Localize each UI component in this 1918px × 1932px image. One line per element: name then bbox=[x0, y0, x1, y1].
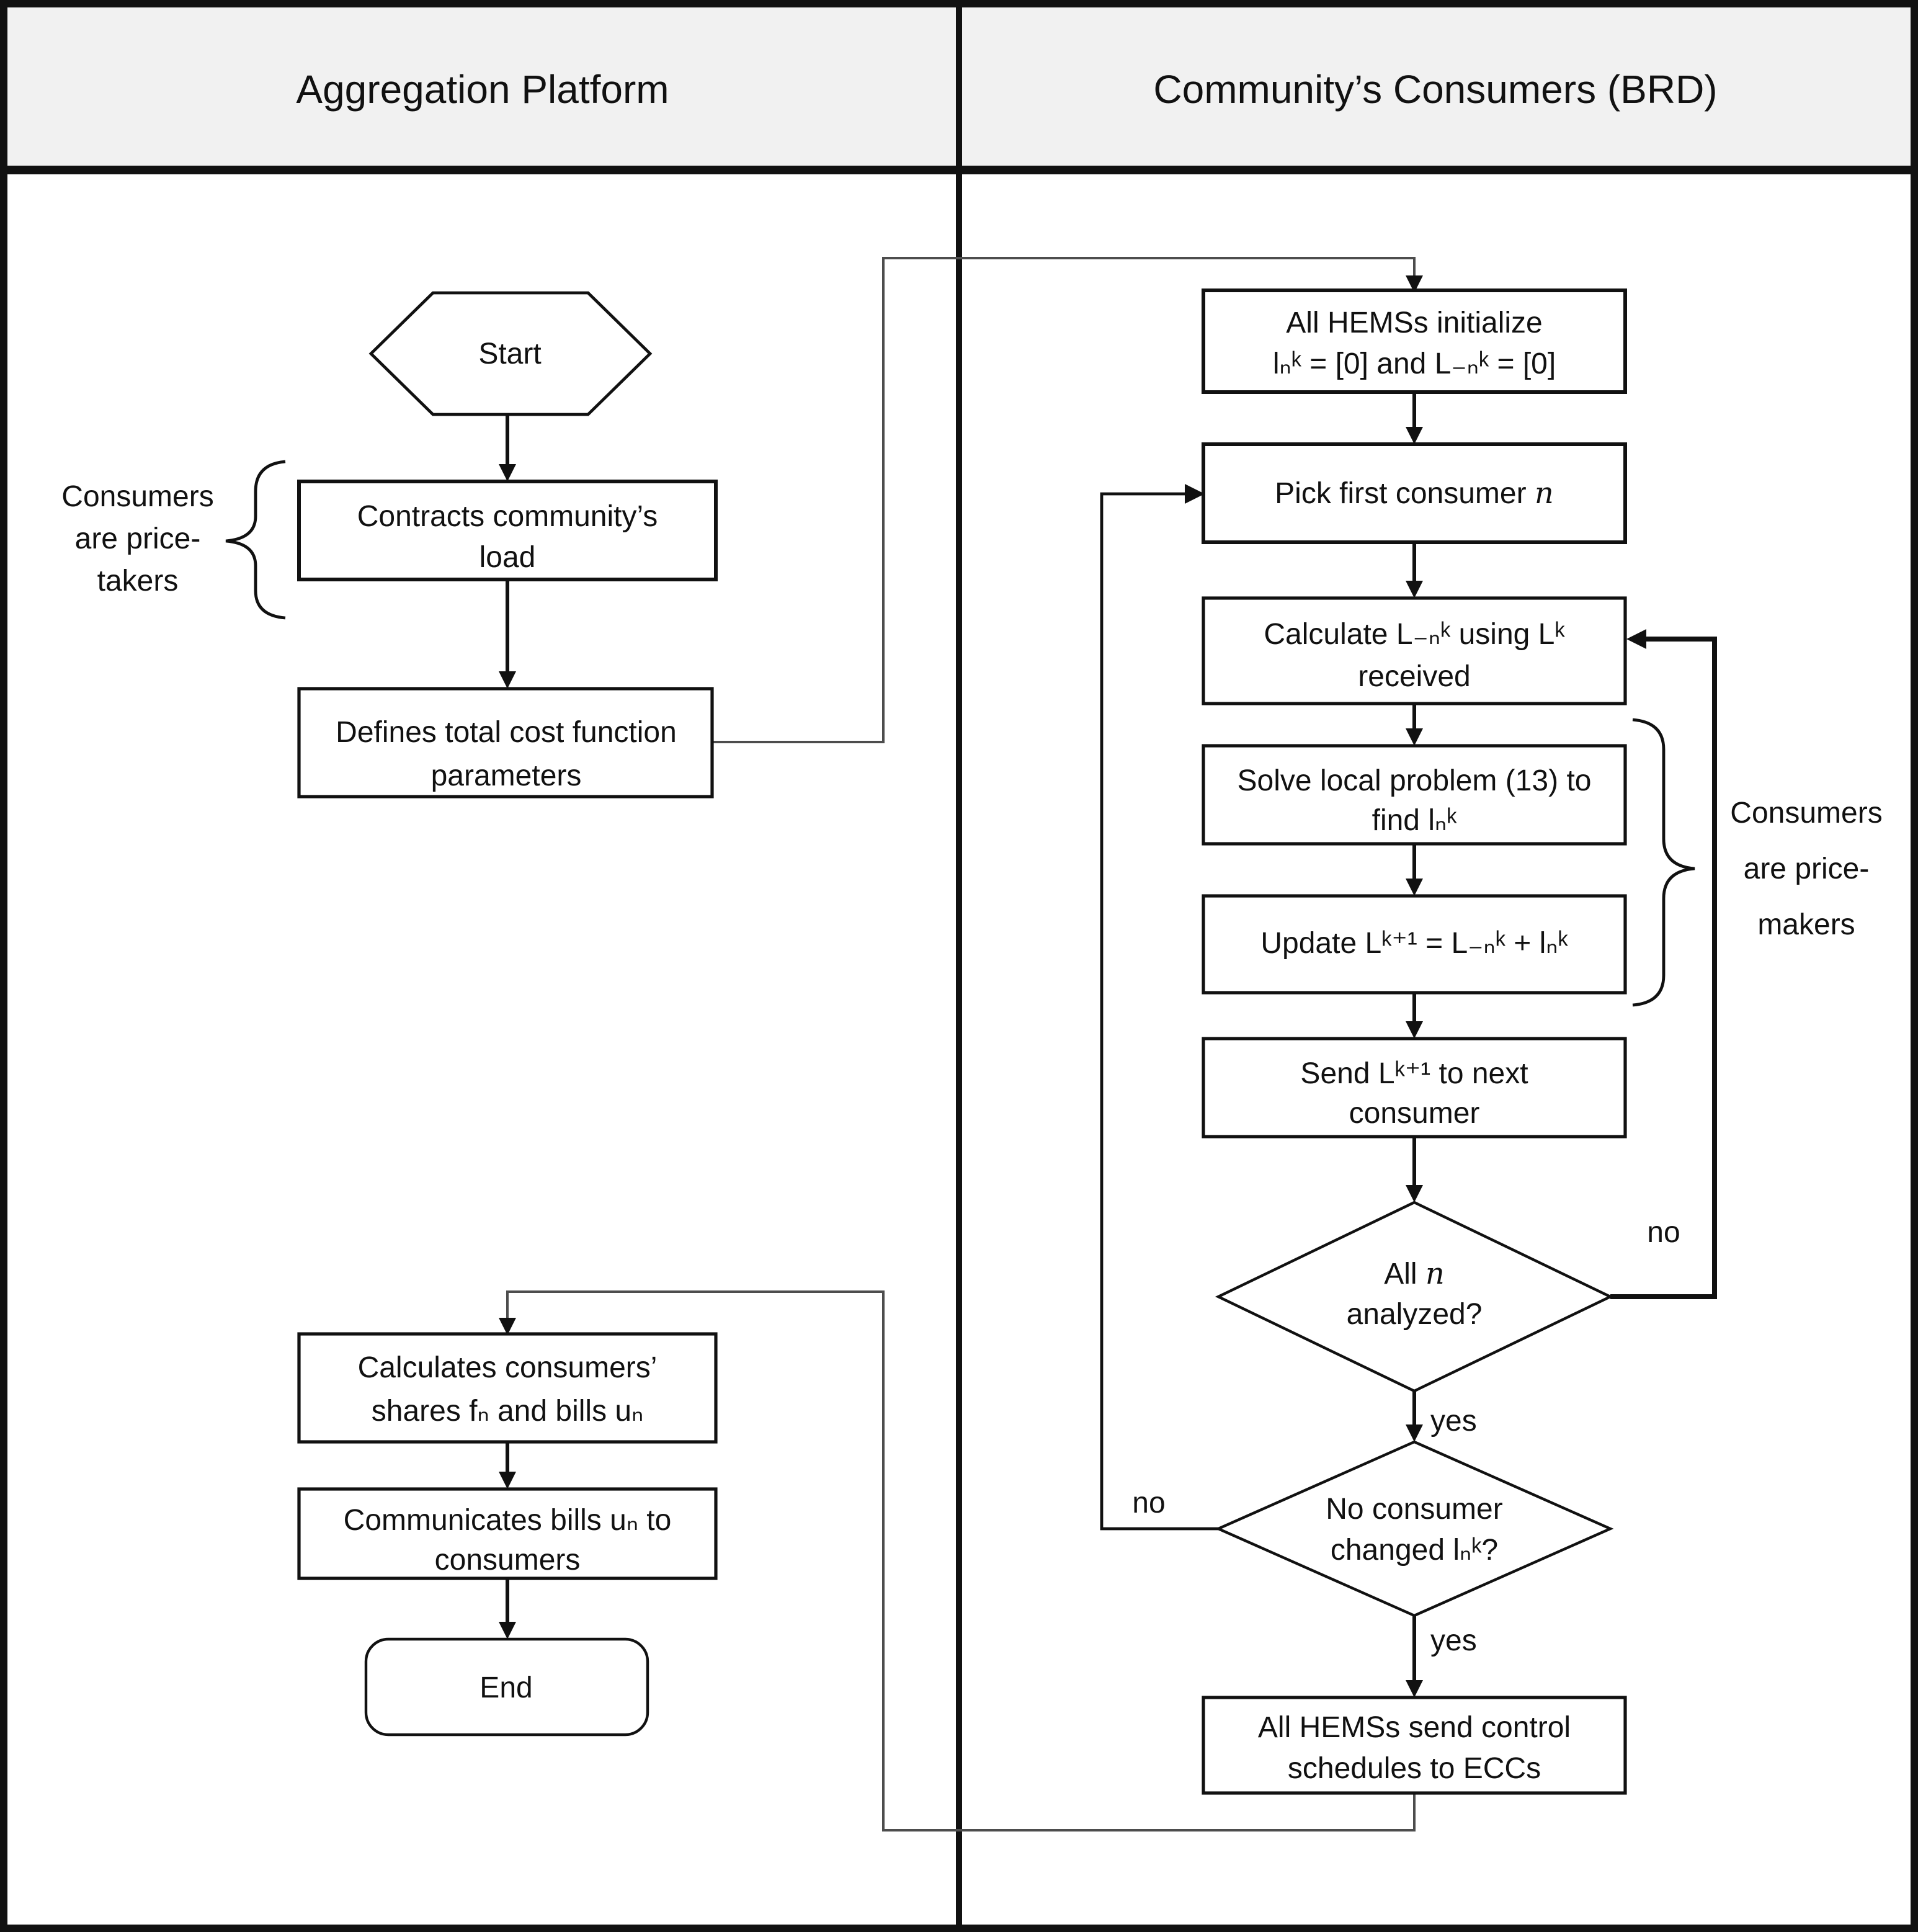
price-makers-note-line3: makers bbox=[1757, 908, 1855, 942]
eccs-label-line1: All HEMSs send control bbox=[1257, 1711, 1571, 1745]
arrowhead-into-calculates bbox=[499, 1318, 516, 1335]
calculates-node-shape bbox=[297, 1332, 718, 1444]
contracts-label-line1: Contracts community’s bbox=[357, 500, 658, 534]
init-node-shape bbox=[1202, 288, 1627, 394]
communicates-node-shape bbox=[297, 1487, 718, 1580]
init-label-line2: lₙᵏ = [0] and L₋ₙᵏ = [0] bbox=[1272, 347, 1556, 381]
send-node-shape bbox=[1202, 1037, 1627, 1138]
loop-no-all-analyzed bbox=[1610, 637, 1717, 1299]
loop-no-consumer-changed bbox=[1100, 492, 1218, 1531]
defines-label-line1: Defines total cost function bbox=[336, 716, 677, 749]
connector-eccs-to-calculates bbox=[506, 1290, 1416, 1831]
diamond-all-prefix: All bbox=[1384, 1258, 1425, 1291]
diamond-all-label-line1: All n bbox=[1384, 1259, 1445, 1290]
eccs-label-line2: schedules to ECCs bbox=[1287, 1752, 1541, 1786]
arrowhead-into-pick bbox=[1185, 484, 1205, 504]
calculate-label-line2: received bbox=[1358, 660, 1471, 694]
arrowhead-into-calculate bbox=[1626, 629, 1646, 649]
defines-label-line2: parameters bbox=[430, 759, 582, 793]
price-makers-note-line1: Consumers bbox=[1730, 797, 1883, 830]
communicates-label-line1: Communicates bills uₙ to bbox=[343, 1504, 672, 1537]
defines-node-shape bbox=[297, 687, 714, 798]
yes-label-consumer-changed: yes bbox=[1430, 1624, 1477, 1658]
solve-label-line2: find lₙᵏ bbox=[1372, 804, 1457, 838]
calculates-label-line1: Calculates consumers’ bbox=[357, 1351, 658, 1385]
pick-label-prefix: Pick first consumer bbox=[1275, 477, 1535, 511]
flow-arrow-shafts bbox=[506, 392, 1416, 1680]
diamond-changed-label-line1: No consumer bbox=[1326, 1493, 1503, 1526]
no-label-consumer-changed: no bbox=[1132, 1487, 1166, 1520]
contracts-node-shape bbox=[297, 480, 718, 581]
calculate-label-line1: Calculate L₋ₙᵏ using Lᵏ bbox=[1264, 618, 1565, 651]
price-makers-brace bbox=[1632, 718, 1695, 1007]
end-node-shape bbox=[364, 1637, 649, 1737]
start-label: Start bbox=[478, 338, 542, 371]
eccs-node-shape bbox=[1202, 1696, 1627, 1795]
diamond-all-var: n bbox=[1425, 1256, 1445, 1291]
end-label: End bbox=[480, 1671, 533, 1705]
arrowhead-into-init bbox=[1406, 275, 1423, 293]
update-node-shape bbox=[1202, 894, 1627, 995]
solve-label-line1: Solve local problem (13) to bbox=[1237, 764, 1592, 798]
send-label-line2: consumer bbox=[1349, 1097, 1480, 1130]
price-takers-brace bbox=[225, 460, 286, 620]
contracts-label-line2: load bbox=[479, 541, 536, 575]
update-label: Update Lᵏ⁺¹ = L₋ₙᵏ + lₙᵏ bbox=[1260, 927, 1568, 960]
diamond-changed-label-line2: changed lₙᵏ? bbox=[1330, 1534, 1499, 1567]
diamond-all-label-line2: analyzed? bbox=[1346, 1298, 1483, 1331]
solve-node-shape bbox=[1202, 744, 1627, 846]
lane-title-community-consumers: Community’s Consumers (BRD) bbox=[1153, 67, 1718, 112]
price-makers-note-line2: are price- bbox=[1743, 852, 1870, 886]
yes-label-all-analyzed: yes bbox=[1430, 1405, 1477, 1438]
start-node-shape bbox=[368, 291, 653, 416]
diamond-no-consumer-changed-shape bbox=[1215, 1440, 1614, 1617]
pick-node-shape bbox=[1202, 442, 1627, 544]
price-takers-note-line2: are price- bbox=[74, 522, 201, 556]
calculate-node-shape bbox=[1202, 596, 1627, 705]
price-takers-note-line3: takers bbox=[97, 565, 179, 598]
pick-label: Pick first consumer n bbox=[1275, 478, 1554, 509]
calculates-label-line2: shares fₙ and bills uₙ bbox=[371, 1395, 644, 1428]
price-takers-note-line1: Consumers bbox=[61, 480, 214, 514]
no-label-all-analyzed: no bbox=[1647, 1216, 1680, 1250]
diamond-all-analyzed-shape bbox=[1215, 1201, 1614, 1393]
connector-defines-to-init bbox=[712, 257, 1416, 743]
lane-title-aggregation-platform: Aggregation Platform bbox=[296, 67, 669, 112]
communicates-label-line2: consumers bbox=[434, 1544, 581, 1577]
pick-label-var: n bbox=[1534, 476, 1554, 511]
init-label-line1: All HEMSs initialize bbox=[1286, 306, 1543, 340]
send-label-line1: Send Lᵏ⁺¹ to next bbox=[1300, 1057, 1528, 1091]
flow-arrow-heads bbox=[499, 427, 1423, 1697]
